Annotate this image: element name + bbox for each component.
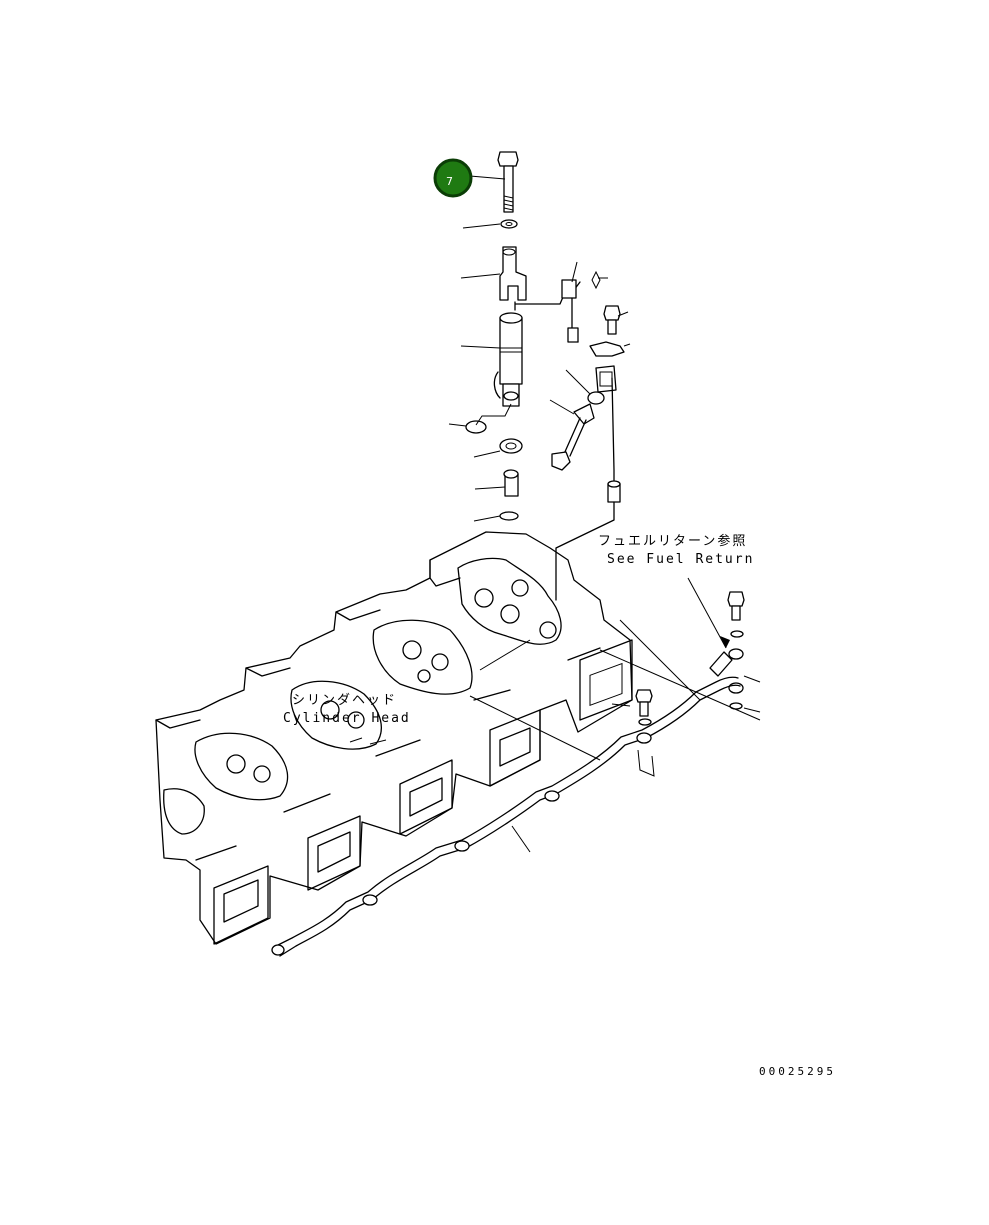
gasket [499, 438, 523, 454]
wire-sleeve [607, 480, 621, 503]
fuel-return-note: フュエルリターン参照 See Fuel Return [598, 533, 754, 649]
cylinder-head [155, 531, 761, 945]
harness-assembly [514, 261, 631, 601]
fuel-return-label-en: See Fuel Return [607, 552, 754, 567]
leader-lines-injector [448, 175, 512, 522]
bolt [497, 151, 519, 213]
harness-connector [595, 365, 617, 393]
harness-bracket [589, 341, 625, 357]
washer [500, 219, 518, 229]
bracket-bolt [551, 417, 587, 471]
injector-assembly [465, 151, 527, 521]
injector-body [493, 312, 523, 407]
injector-clamp [499, 246, 527, 301]
seat-washer [499, 511, 519, 521]
fuel-return-label-jp: フュエルリターン参照 [598, 533, 747, 549]
small-bracket [573, 403, 595, 425]
fuel-return-fittings [709, 591, 761, 713]
drawing-code: 00025295 [759, 1065, 836, 1078]
small-o-ring [587, 391, 605, 405]
sleeve [503, 469, 519, 497]
harness-bolt [603, 305, 629, 335]
callout-number: 7 [446, 175, 453, 188]
o-ring [465, 420, 487, 434]
callout-badge-7[interactable]: 7 [433, 158, 473, 198]
cylinder-head-label-jp: シリンダヘッド [292, 693, 397, 708]
cylinder-head-label-en: Cylinder Head [283, 711, 411, 726]
cylinder-head-note: シリンダヘッド Cylinder Head [283, 693, 411, 745]
